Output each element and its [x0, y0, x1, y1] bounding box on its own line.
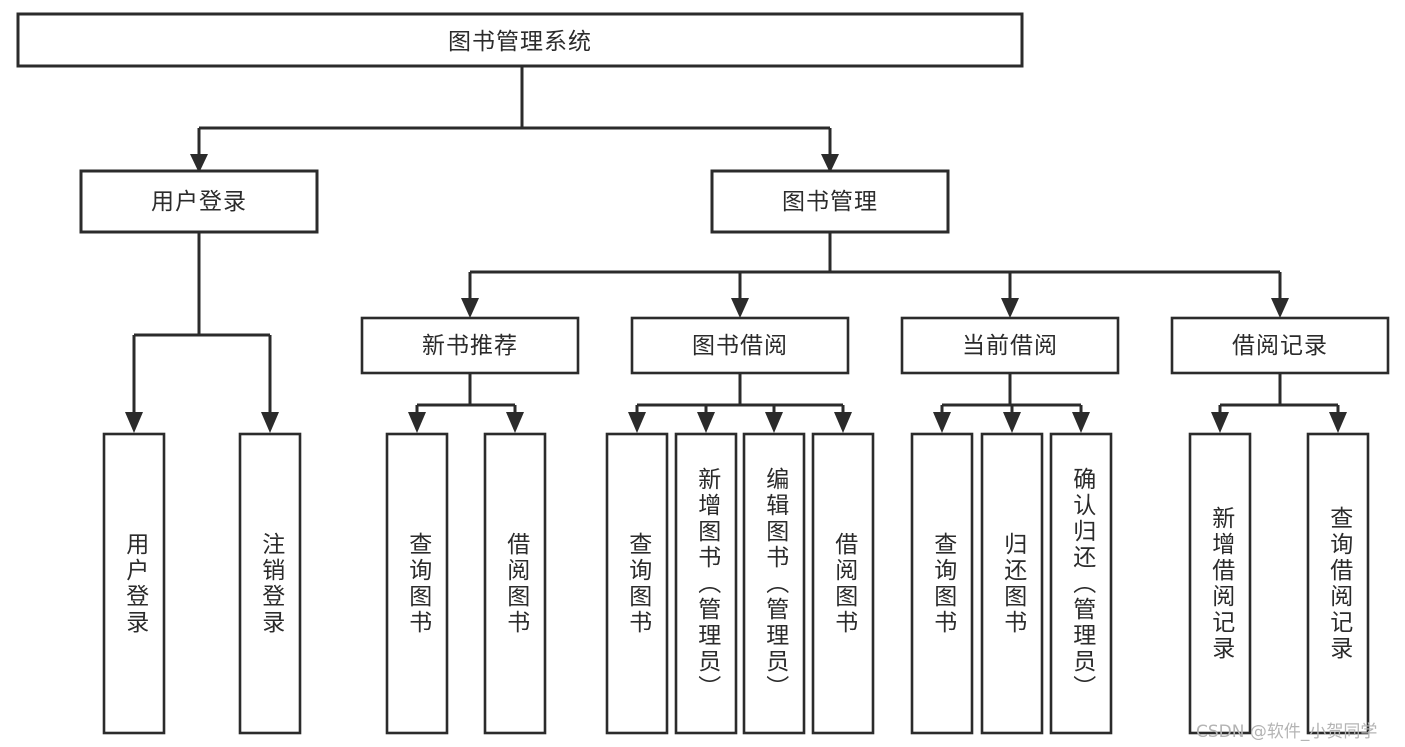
node-leaf-add-record-box[interactable]: [1188, 432, 1252, 735]
arrowhead-leaf-add-record: [1211, 412, 1229, 433]
node-current-borrow[interactable]: 当前借阅: [900, 316, 1120, 375]
node-borrow-record[interactable]: 借阅记录: [1170, 316, 1390, 375]
node-new-book-rec-box[interactable]: [360, 316, 580, 375]
node-borrow-record-box[interactable]: [1170, 316, 1390, 375]
connector-group-current-borrow: [933, 373, 1090, 433]
node-borrow-record-label: 借阅记录: [1232, 333, 1328, 359]
arrowhead-leaf-user-login: [125, 412, 143, 433]
arrowhead-user-login: [190, 154, 208, 173]
node-user-login[interactable]: 用户登录: [79, 169, 319, 234]
arrowhead-leaf-return-book: [1003, 412, 1021, 433]
node-leaf-add-book-box[interactable]: [674, 432, 738, 735]
arrowhead-leaf-add-book: [697, 412, 715, 433]
node-user-login-box[interactable]: [79, 169, 319, 234]
node-leaf-borrow-book-2-box[interactable]: [811, 432, 875, 735]
node-leaf-user-logout-box[interactable]: [238, 432, 302, 735]
leaf-box-group: [102, 432, 1370, 735]
node-book-manage[interactable]: 图书管理: [710, 169, 950, 234]
arrowhead-leaf-query-book-2: [628, 412, 646, 433]
node-root[interactable]: 图书管理系统: [16, 12, 1024, 68]
node-leaf-user-login-box[interactable]: [102, 432, 166, 735]
arrowhead-leaf-confirm-return: [1072, 412, 1090, 433]
arrowhead-book-manage: [821, 154, 839, 173]
watermark-text: CSDN @软件_小贺同学: [1196, 722, 1378, 742]
node-root-label: 图书管理系统: [448, 29, 592, 55]
node-root-box[interactable]: [16, 12, 1024, 68]
arrowhead-current-borrow: [1001, 298, 1019, 318]
node-user-login-label: 用户登录: [151, 189, 247, 215]
arrowhead-leaf-edit-book: [765, 412, 783, 433]
node-leaf-query-book-1-box[interactable]: [385, 432, 449, 735]
connector-group-root: [190, 66, 839, 173]
arrowhead-leaf-query-record: [1329, 412, 1347, 433]
node-book-borrow-label: 图书借阅: [692, 333, 788, 359]
connector-group-borrow-record: [1211, 373, 1347, 433]
node-leaf-query-record-box[interactable]: [1306, 432, 1370, 735]
node-book-manage-box[interactable]: [710, 169, 950, 234]
node-book-borrow-box[interactable]: [630, 316, 850, 375]
node-leaf-return-book-box[interactable]: [980, 432, 1044, 735]
node-current-borrow-label: 当前借阅: [962, 333, 1058, 359]
node-leaf-confirm-return-box[interactable]: [1049, 432, 1113, 735]
arrowhead-new-book-rec: [461, 298, 479, 318]
node-current-borrow-box[interactable]: [900, 316, 1120, 375]
arrowhead-borrow-record: [1271, 298, 1289, 318]
arrowhead-leaf-borrow-book-2: [834, 412, 852, 433]
arrowhead-leaf-query-book-1: [408, 412, 426, 433]
connector-group-user-login: [125, 232, 279, 433]
node-book-manage-label: 图书管理: [782, 189, 878, 215]
arrowhead-leaf-query-book-3: [933, 412, 951, 433]
arrowhead-leaf-borrow-book-1: [506, 412, 524, 433]
node-new-book-rec[interactable]: 新书推荐: [360, 316, 580, 375]
connector-group-book-borrow: [628, 373, 852, 433]
node-book-borrow[interactable]: 图书借阅: [630, 316, 850, 375]
node-new-book-rec-label: 新书推荐: [422, 333, 518, 359]
node-leaf-edit-book-box[interactable]: [742, 432, 806, 735]
connector-group-new-book-rec: [408, 373, 524, 433]
node-leaf-borrow-book-1-box[interactable]: [483, 432, 547, 735]
node-leaf-query-book-3-box[interactable]: [910, 432, 974, 735]
arrowhead-leaf-user-logout: [261, 412, 279, 433]
arrowhead-book-borrow: [731, 298, 749, 318]
connector-group-book-manage: [461, 232, 1289, 318]
node-leaf-query-book-2-box[interactable]: [605, 432, 669, 735]
